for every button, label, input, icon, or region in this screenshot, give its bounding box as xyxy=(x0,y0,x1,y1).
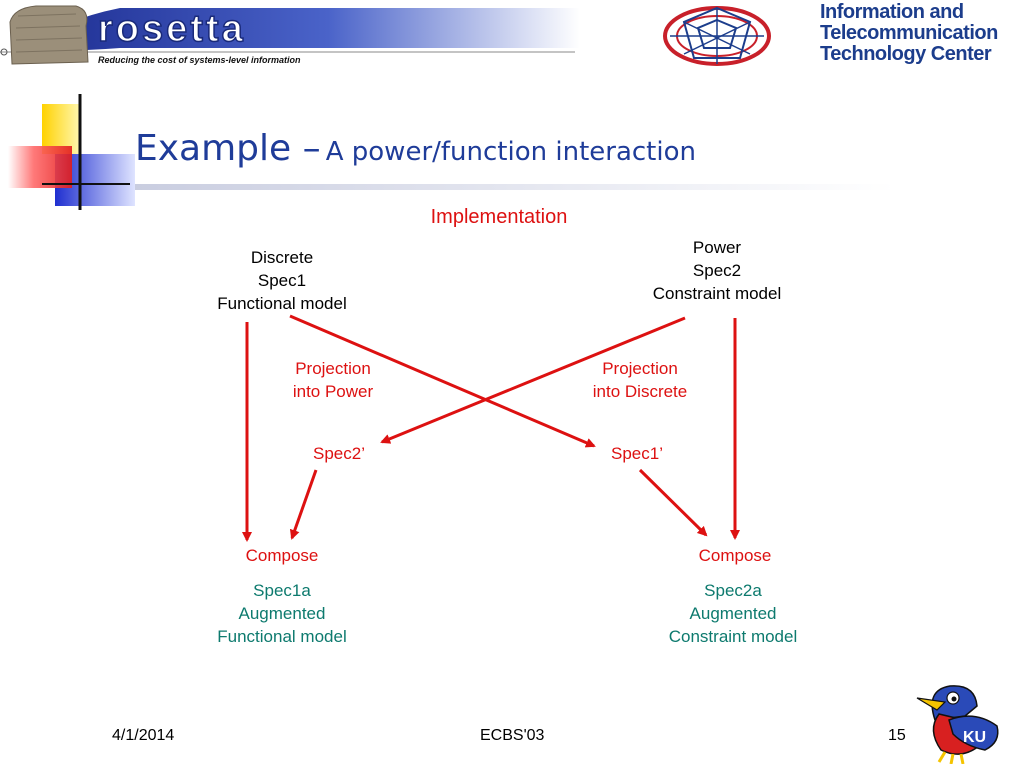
title-decoration xyxy=(8,94,135,210)
right-result-line-1: Spec2a xyxy=(704,581,762,600)
right-spec-node: Power Spec2 Constraint model xyxy=(653,236,782,305)
right-spec-line-2: Spec2 xyxy=(692,261,742,280)
ittc-logo xyxy=(663,6,771,66)
rosetta-wordmark: rosetta xyxy=(97,7,246,51)
right-projection-line-2: into Discrete xyxy=(592,382,688,401)
left-result-node: Spec1a Augmented Functional model xyxy=(217,579,346,648)
ittc-name: Information and Telecommunication Techno… xyxy=(820,2,998,65)
footer-page-number: 15 xyxy=(888,727,906,744)
footer-date: 4/1/2014 xyxy=(112,727,175,744)
left-result-line-2: Augmented xyxy=(238,604,326,623)
right-compose-node: Compose xyxy=(698,546,772,565)
left-projection-label: Projection into Power xyxy=(293,357,373,403)
footer-conference: ECBS'03 xyxy=(480,727,545,744)
right-result-line-3: Constraint model xyxy=(668,627,798,646)
ittc-line-3: Technology Center xyxy=(820,43,992,65)
ittc-line-2: Telecommunication xyxy=(820,22,998,44)
implementation-label: Implementation xyxy=(430,206,568,228)
spec1-prime-node: Spec1’ xyxy=(611,444,663,463)
left-result-line-3: Functional model xyxy=(217,627,347,646)
left-compose-node: Compose xyxy=(245,546,319,565)
left-result-line-1: Spec1a xyxy=(253,581,311,600)
rosetta-tagline: Reducing the cost of systems-level infor… xyxy=(98,55,301,65)
left-spec-line-2: Spec1 xyxy=(257,271,307,290)
title-subtitle: A power/function interaction xyxy=(325,137,696,167)
arrow-spec1prime-to-compose xyxy=(638,468,708,537)
title-main: Example – xyxy=(135,128,321,169)
left-projection-line-2: into Power xyxy=(292,382,374,401)
left-spec-line-3: Functional model xyxy=(217,294,347,313)
right-result-line-2: Augmented xyxy=(689,604,777,623)
rosetta-stone-logo xyxy=(9,5,89,65)
right-projection-label: Projection into Discrete xyxy=(593,357,687,403)
left-spec-line-1: Discrete xyxy=(250,248,314,267)
right-result-node: Spec2a Augmented Constraint model xyxy=(669,579,798,648)
arrow-spec2prime-to-compose xyxy=(289,469,318,540)
right-spec-line-1: Power xyxy=(692,238,742,257)
slide-title: Example – A power/function interaction xyxy=(135,128,696,169)
left-spec-node: Discrete Spec1 Functional model xyxy=(217,246,346,315)
rosetta-banner xyxy=(0,8,580,56)
right-spec-line-3: Constraint model xyxy=(652,284,782,303)
title-underline xyxy=(135,184,895,190)
ittc-line-1: Information and xyxy=(820,1,964,23)
jayhawk-mascot-logo: KU xyxy=(916,685,999,764)
spec2-prime-node: Spec2’ xyxy=(313,444,365,463)
left-projection-line-1: Projection xyxy=(295,359,371,378)
right-projection-line-1: Projection xyxy=(602,359,678,378)
svg-text:KU: KU xyxy=(963,729,986,746)
